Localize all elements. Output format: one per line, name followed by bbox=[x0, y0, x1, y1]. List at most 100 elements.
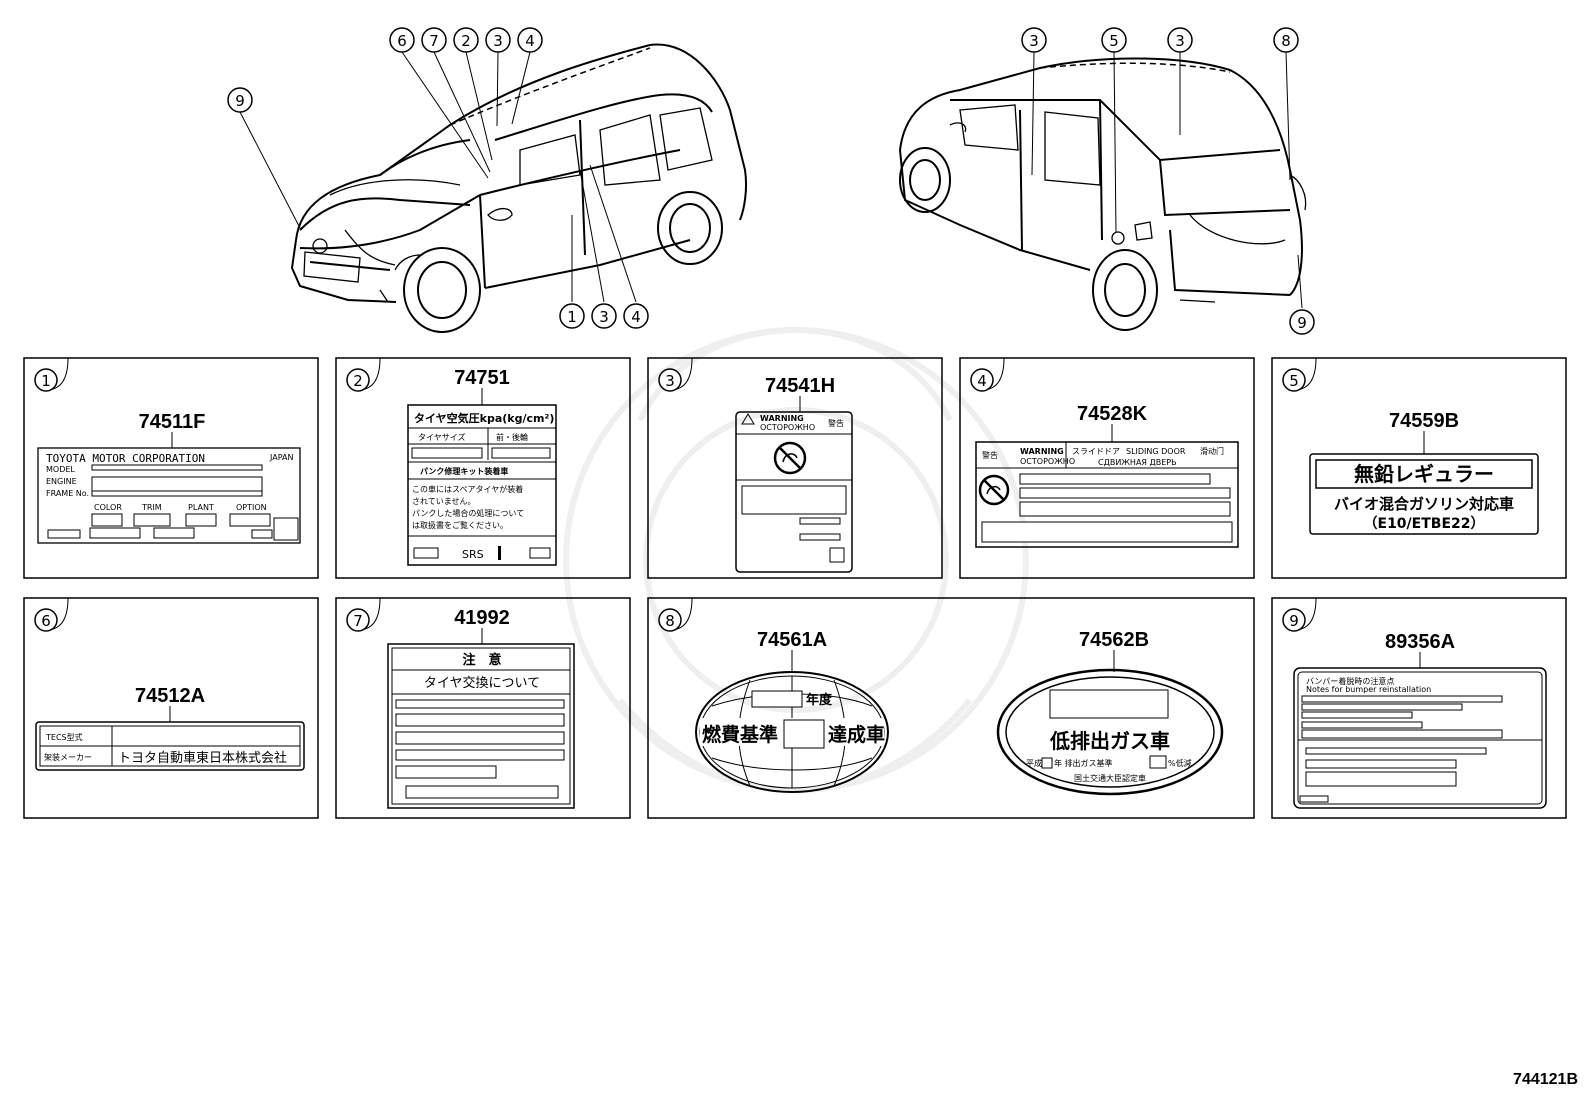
car-front-view bbox=[290, 43, 748, 333]
callout-label: 8 bbox=[1281, 32, 1291, 50]
callout-3-front-top: 3 bbox=[485, 27, 511, 53]
label-74528K bbox=[975, 441, 1239, 548]
part-number-2: 74562B bbox=[1079, 629, 1149, 651]
callout-3-rear-right: 3 bbox=[1167, 27, 1193, 53]
panel-index: 1 bbox=[41, 372, 51, 390]
panel-index: 7 bbox=[353, 612, 363, 630]
label-74511F bbox=[37, 447, 301, 544]
part-number: 74528K bbox=[1077, 403, 1148, 425]
callout-label: 3 bbox=[599, 308, 609, 326]
label-left-a: 燃費基準 bbox=[702, 723, 778, 746]
label-line1: バンパー着脱時の注意点 bbox=[1306, 676, 1394, 686]
label-door-ru: СДВИЖНАЯ ДВЕРЬ bbox=[1098, 458, 1177, 467]
label-col-trim: TRIM bbox=[141, 503, 162, 512]
label-right-small-b: 年 排出ガス基準 bbox=[1054, 758, 1113, 768]
label-line1: 無鉛レギュラー bbox=[1354, 462, 1494, 486]
label-col1: タイヤサイズ bbox=[418, 432, 466, 442]
callout-4-front-bottom: 4 bbox=[623, 303, 649, 329]
part-number: 74561A bbox=[757, 629, 827, 651]
no-hand-icon bbox=[978, 474, 1010, 506]
panel-index: 8 bbox=[665, 612, 675, 630]
panel-index: 9 bbox=[1289, 612, 1299, 630]
callout-9-rear: 9 bbox=[1289, 309, 1315, 335]
label-warning: WARNING bbox=[1020, 447, 1064, 456]
label-74751 bbox=[407, 404, 557, 566]
callout-5-rear: 5 bbox=[1101, 27, 1127, 53]
label-kit: パンク修理キット装着車 bbox=[420, 466, 508, 476]
callout-9-front: 9 bbox=[227, 87, 253, 113]
label-year: 年度 bbox=[806, 692, 833, 708]
label-row1-key: TECS型式 bbox=[45, 732, 83, 742]
label-row-frame: FRAME No. bbox=[46, 489, 89, 498]
label-line2: Notes for bumper reinstallation bbox=[1306, 685, 1431, 694]
label-right-small-a: 平成 bbox=[1026, 758, 1042, 768]
callout-label: 5 bbox=[1109, 32, 1119, 50]
label-maker: TOYOTA MOTOR CORPORATION bbox=[46, 452, 205, 465]
callout-4-front-top: 4 bbox=[517, 27, 543, 53]
panel-9: 9 89356A バンパー着脱時の注意点 Notes for bumper re… bbox=[1271, 597, 1567, 819]
callout-6-front: 6 bbox=[389, 27, 415, 53]
panel-index: 2 bbox=[353, 372, 363, 390]
part-number: 41992 bbox=[454, 607, 510, 629]
part-number: 74512A bbox=[135, 685, 205, 707]
watermark bbox=[563, 327, 1029, 793]
panel-5: 5 74559B 無鉛レギュラー バイオ混合ガソリン対応車 （E10/ETBE2… bbox=[1271, 357, 1567, 579]
panel-4: 4 74528K 警告 WARNING ОСТОРОЖНО スライドドア SLI… bbox=[959, 357, 1255, 579]
callout-label: 9 bbox=[235, 92, 245, 110]
label-74561A: 年度 燃費基準 達成車 bbox=[695, 671, 889, 793]
panel-3: 3 74541H WARNING ОСТОРОЖНО 警告 bbox=[647, 357, 943, 579]
callout-7-front: 7 bbox=[421, 27, 447, 53]
label-74541H bbox=[735, 411, 853, 573]
callout-label: 1 bbox=[567, 308, 577, 326]
label-warning-ru: ОСТОРОЖНО bbox=[760, 423, 815, 432]
callout-label: 6 bbox=[397, 32, 407, 50]
label-note-line2: されていません。 bbox=[412, 497, 476, 506]
front-leaders bbox=[239, 51, 637, 303]
label-right-small-c: %低減 bbox=[1168, 758, 1192, 768]
label-right-main: 低排出ガス車 bbox=[1049, 729, 1170, 753]
callout-label: 3 bbox=[493, 32, 503, 50]
callout-8-rear: 8 bbox=[1273, 27, 1299, 53]
label-subtitle: タイヤ交換について bbox=[424, 675, 540, 691]
part-number: 74541H bbox=[765, 375, 835, 397]
label-warning-ru: ОСТОРОЖНО bbox=[1020, 457, 1075, 466]
callout-label: 3 bbox=[1175, 32, 1185, 50]
label-warning: WARNING bbox=[760, 414, 804, 423]
part-number: 74559B bbox=[1389, 410, 1459, 432]
label-line2: バイオ混合ガソリン対応車 bbox=[1334, 495, 1514, 513]
label-warning-jp: 警告 bbox=[828, 418, 844, 428]
label-col-color: COLOR bbox=[94, 503, 122, 512]
panel-index: 4 bbox=[977, 372, 987, 390]
label-note-line4: は取扱書をご覧ください。 bbox=[412, 520, 508, 530]
part-number: 89356A bbox=[1385, 631, 1455, 653]
label-jp: 警告 bbox=[982, 450, 998, 460]
label-row2-val: トヨタ自動車東日本株式会社 bbox=[118, 750, 287, 766]
panel-index: 5 bbox=[1289, 372, 1299, 390]
label-89356A bbox=[1293, 667, 1547, 809]
label-row-engine: ENGINE bbox=[46, 477, 77, 486]
callout-label: 9 bbox=[1297, 314, 1307, 332]
rear-leaders bbox=[1031, 51, 1303, 309]
callout-3-rear-left: 3 bbox=[1021, 27, 1047, 53]
panel-index: 6 bbox=[41, 612, 51, 630]
label-door-cn: 滑动门 bbox=[1200, 446, 1224, 456]
panel-7: 7 41992 注 意 タイヤ交換について bbox=[335, 597, 631, 819]
panel-index: 3 bbox=[665, 372, 675, 390]
label-note-line1: この車にはスペアタイヤが装着 bbox=[412, 484, 523, 494]
panel-8: 8 74561A 年度 燃費基準 達成車 74562B 低排出ガス車 平成 bbox=[647, 597, 1255, 819]
drawing-number: 744121B bbox=[1513, 1071, 1578, 1088]
callout-3-front-bottom: 3 bbox=[591, 303, 617, 329]
label-col-option: OPTION bbox=[236, 503, 267, 512]
car-rear-view bbox=[899, 57, 1307, 331]
panel-6: 6 74512A TECS型式 架装メーカー トヨタ自動車東日本株式会社 bbox=[23, 597, 319, 819]
callout-1-front: 1 bbox=[559, 303, 585, 329]
callout-label: 4 bbox=[631, 308, 641, 326]
part-number: 74751 bbox=[454, 367, 510, 389]
label-41992 bbox=[387, 643, 575, 809]
label-col2: 前・後輪 bbox=[496, 432, 528, 442]
callout-2-front: 2 bbox=[453, 27, 479, 53]
label-right-small-d: 国土交通大臣認定車 bbox=[1074, 773, 1146, 783]
label-title: タイヤ空気圧kpa(kg/cm²) bbox=[414, 411, 554, 425]
label-left-b: 達成車 bbox=[828, 723, 885, 746]
